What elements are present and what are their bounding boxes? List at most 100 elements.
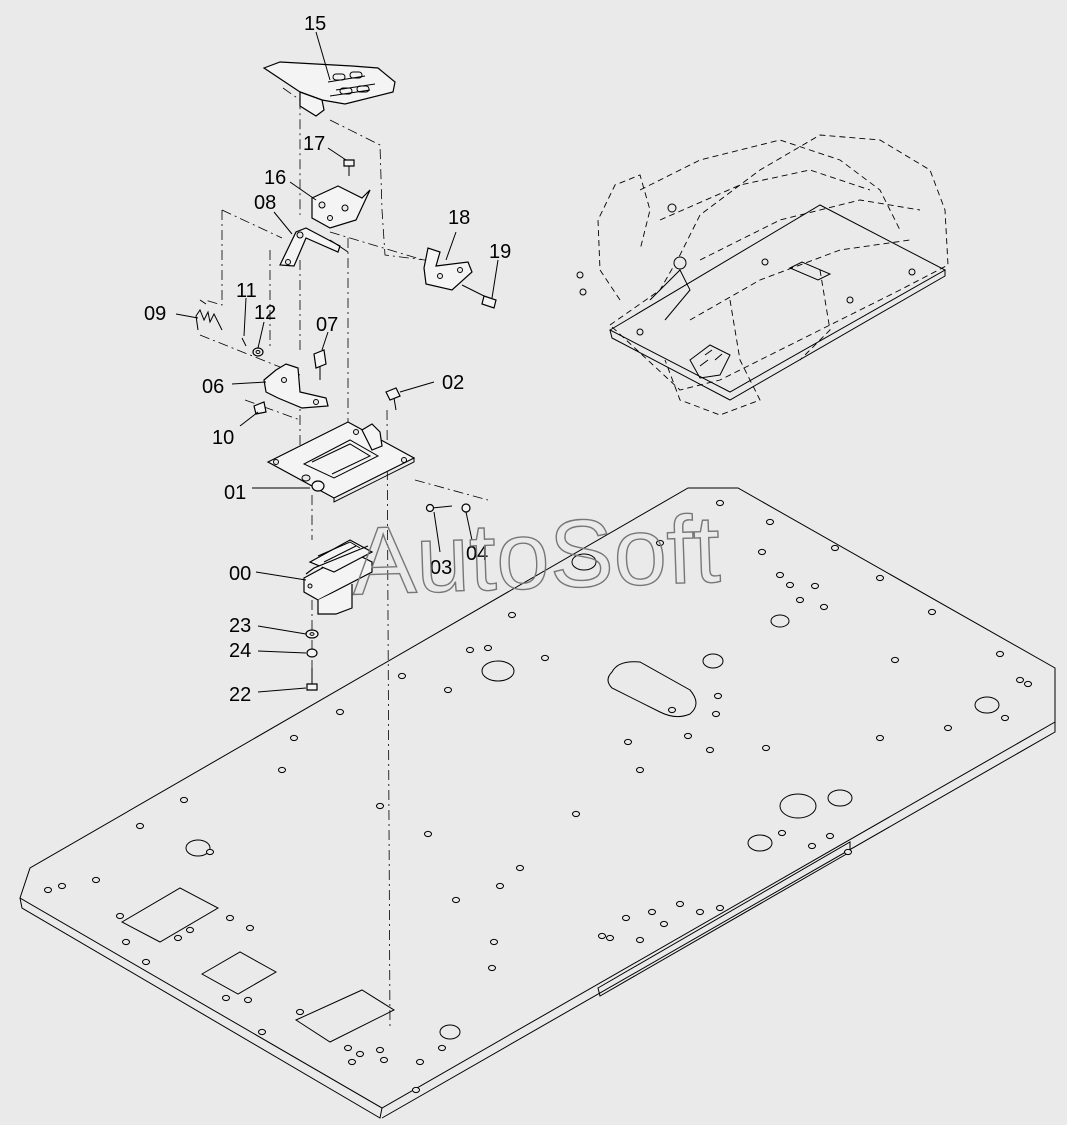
- plate-hole: [376, 1046, 384, 1054]
- plate-hole: [122, 938, 130, 946]
- plate-hole: [278, 766, 286, 774]
- plate-hole: [1016, 676, 1024, 684]
- plate-hole: [891, 656, 899, 664]
- plate-hole: [226, 914, 234, 922]
- plate-hole: [622, 914, 630, 922]
- plate-hole: [336, 708, 344, 716]
- plate-hole: [348, 1058, 356, 1066]
- plate-hole: [572, 810, 580, 818]
- plate-hole: [92, 876, 100, 884]
- plate-hole: [778, 829, 786, 837]
- plate-hole: [116, 912, 124, 920]
- plate-hole: [142, 958, 150, 966]
- plate-hole: [1001, 714, 1009, 722]
- plate-hole: [668, 706, 676, 714]
- plate-hole: [684, 732, 692, 740]
- plate-hole: [412, 1086, 420, 1094]
- plate-hole: [648, 908, 656, 916]
- floor-plate: [19, 487, 1056, 1119]
- plate-hole: [380, 1056, 388, 1064]
- plate-hole: [796, 596, 804, 604]
- callout-24: 24: [229, 640, 251, 662]
- plate-hole: [356, 1050, 364, 1058]
- plate-hole: [928, 608, 936, 616]
- plate-hole: [180, 796, 188, 804]
- plate-hole: [398, 672, 406, 680]
- callout-07: 07: [316, 314, 338, 336]
- callout-04: 04: [466, 543, 488, 565]
- plate-hole: [636, 936, 644, 944]
- plate-hole: [762, 744, 770, 752]
- plate-hole: [996, 650, 1004, 658]
- plate-hole: [246, 924, 254, 932]
- cab-overview: [576, 134, 949, 416]
- plate-hole: [624, 738, 632, 746]
- callout-15: 15: [304, 13, 326, 35]
- plate-hole: [656, 539, 664, 547]
- plate-hole: [490, 938, 498, 946]
- callout-19: 19: [489, 241, 511, 263]
- plate-hole: [424, 830, 432, 838]
- plate-hole: [452, 896, 460, 904]
- callout-18: 18: [448, 207, 470, 229]
- callout-12: 12: [254, 302, 276, 324]
- exploded-assembly: [195, 61, 497, 1031]
- plate-hole: [376, 802, 384, 810]
- plate-hole: [174, 934, 182, 942]
- callout-00: 00: [229, 563, 251, 585]
- plate-hole: [716, 904, 724, 912]
- plate-hole: [466, 646, 474, 654]
- callout-23: 23: [229, 615, 251, 637]
- plate-hole: [438, 1044, 446, 1052]
- callouts: 15 17 16 08 18 19 11 09 12 07 02 06 10 0…: [144, 13, 511, 706]
- plate-hole: [714, 692, 722, 700]
- callout-01: 01: [224, 482, 246, 504]
- callout-08: 08: [254, 192, 276, 214]
- callout-22: 22: [229, 684, 251, 706]
- callout-17: 17: [303, 133, 325, 155]
- plate-hole: [826, 832, 834, 840]
- plate-hole: [766, 518, 774, 526]
- plate-hole: [660, 920, 668, 928]
- plate-hole: [58, 882, 66, 890]
- plate-hole: [712, 710, 720, 718]
- callout-06: 06: [202, 376, 224, 398]
- plate-hole: [876, 574, 884, 582]
- plate-hole: [776, 571, 784, 579]
- plate-hole: [820, 603, 828, 611]
- plate-hole: [290, 734, 298, 742]
- plate-hole: [844, 848, 852, 856]
- plate-hole: [786, 581, 794, 589]
- plate-hole: [244, 996, 252, 1004]
- plate-hole: [758, 548, 766, 556]
- plate-hole: [831, 544, 839, 552]
- callout-09: 09: [144, 303, 166, 325]
- plate-hole: [716, 499, 724, 507]
- plate-hole: [541, 654, 549, 662]
- callout-03: 03: [430, 557, 452, 579]
- plate-hole: [1024, 680, 1032, 688]
- plate-hole: [808, 842, 816, 850]
- plate-hole: [222, 994, 230, 1002]
- callout-02: 02: [442, 372, 464, 394]
- plate-hole: [876, 734, 884, 742]
- plate-hole: [186, 926, 194, 934]
- plate-hole: [44, 886, 52, 894]
- plate-hole: [676, 900, 684, 908]
- callout-11: 11: [236, 280, 257, 302]
- plate-hole: [206, 848, 214, 856]
- watermark: AutoSoft: [350, 496, 722, 616]
- plate-hole: [516, 864, 524, 872]
- plate-hole: [598, 932, 606, 940]
- plate-hole: [606, 934, 614, 942]
- plate-hole: [296, 1008, 304, 1016]
- plate-hole: [508, 611, 516, 619]
- plate-hole: [488, 964, 496, 972]
- plate-hole: [344, 1044, 352, 1052]
- plate-hole: [636, 766, 644, 774]
- plate-hole: [706, 746, 714, 754]
- plate-hole: [416, 1058, 424, 1066]
- plate-hole: [944, 724, 952, 732]
- plate-hole: [496, 882, 504, 890]
- plate-hole: [258, 1028, 266, 1036]
